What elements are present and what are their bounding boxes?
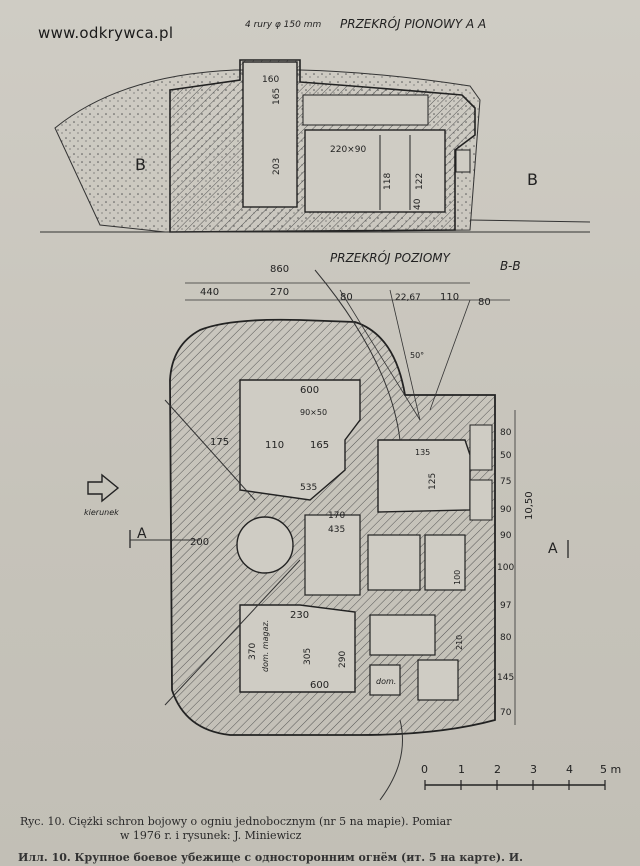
scale-tick-4: 4 xyxy=(566,763,573,776)
dim-i-18: 210 xyxy=(455,635,464,650)
dim-i-14: 135 xyxy=(415,448,430,457)
dim-i-16: 50° xyxy=(410,351,424,360)
dim-i-13: 125 xyxy=(428,473,438,490)
dim-i-12: 370 xyxy=(248,643,258,660)
caption-line-1: Ryc. 10. Ciężki schron bojowy o ogniu je… xyxy=(20,815,452,828)
vertical-upper-void xyxy=(302,94,429,126)
dim-v-6: 40 xyxy=(413,198,423,210)
dim-top-3: 80 xyxy=(340,292,353,303)
vertical-section: PRZEKRÓJ PIONOWY A A 4 rury φ 150 mm B B… xyxy=(40,16,591,233)
fire-arc xyxy=(314,269,401,441)
shaft xyxy=(242,61,298,208)
dim-i-8: 230 xyxy=(290,610,309,621)
horizontal-section-title: PRZEKRÓJ POZIOMY xyxy=(330,250,452,265)
scale-bar: 0 1 2 3 4 5 m xyxy=(421,763,621,790)
entry-arrow-icon xyxy=(87,473,120,503)
dim-top-0: 860 xyxy=(270,264,289,275)
caption-line-2: w 1976 r. i rysunek: J. Miniewicz xyxy=(120,829,302,842)
dim-r-total: 10,50 xyxy=(524,491,535,520)
dim-i-17: 100 xyxy=(453,570,462,585)
dim-top-5: 110 xyxy=(440,292,459,303)
marker-a-left: A xyxy=(137,526,147,542)
dim-top-6: 80 xyxy=(478,297,491,308)
cut-label: B-B xyxy=(500,259,521,273)
dim-r-3: 90 xyxy=(500,505,512,515)
dim-top-4: 22,67 xyxy=(395,293,421,303)
marker-b-left: B xyxy=(135,155,146,174)
caption-line-3: Илл. 10. Крупное боевое убежище с одност… xyxy=(18,851,524,864)
dim-top-2: 270 xyxy=(270,287,289,298)
fire-arc-lower xyxy=(379,719,403,801)
dim-v-1: 165 xyxy=(272,88,282,105)
dim-r-1: 50 xyxy=(500,451,512,461)
dim-i-3: 600 xyxy=(300,385,319,396)
dim-top-1: 440 xyxy=(200,287,219,298)
dim-v-0: 160 xyxy=(262,75,279,85)
embrasure-right-1 xyxy=(469,424,493,471)
horizontal-section: PRZEKRÓJ POZIOMY B-B xyxy=(84,250,569,801)
marker-b-right: B xyxy=(527,170,538,189)
dim-r-7: 80 xyxy=(500,633,512,643)
dim-r-8: 145 xyxy=(497,673,514,683)
dim-i-7: 200 xyxy=(190,537,209,548)
dim-i-1: 110 xyxy=(265,440,284,451)
dim-v-5: 122 xyxy=(415,173,425,190)
dim-v-3: 220×90 xyxy=(330,145,366,155)
dim-r-5: 100 xyxy=(497,563,514,573)
dim-r-2: 75 xyxy=(500,477,511,487)
corridor xyxy=(304,514,361,596)
marker-a-right: A xyxy=(548,541,558,557)
pipe-note: 4 rury φ 150 mm xyxy=(245,20,321,30)
scale-tick-2: 2 xyxy=(494,763,501,776)
embrasure-right-2 xyxy=(469,479,493,521)
dim-i-9: 305 xyxy=(303,648,313,665)
room-mid-right-a xyxy=(367,534,421,591)
embrasure-block xyxy=(455,149,471,173)
entry-label: kierunek xyxy=(84,508,119,517)
dim-i-5: 170 xyxy=(328,511,345,521)
dim-r-0: 80 xyxy=(500,428,512,438)
room-lower-right xyxy=(417,659,459,701)
watermark: www.odkrywca.pl xyxy=(38,24,174,42)
dim-v-2: 203 xyxy=(272,158,282,175)
dim-v-4: 118 xyxy=(383,173,393,190)
room-mid-right-b xyxy=(424,534,466,591)
room-lower-small xyxy=(369,664,401,696)
dim-i-10: 290 xyxy=(338,651,348,668)
vertical-chamber xyxy=(304,129,446,213)
room-label-small: dom. xyxy=(376,677,396,686)
dim-i-11: 600 xyxy=(310,680,329,691)
room-lower-mid xyxy=(369,614,436,656)
scale-tick-1: 1 xyxy=(458,763,465,776)
room-lower-left xyxy=(239,604,356,693)
dim-i-15: 90×50 xyxy=(300,408,327,417)
dim-i-6: 435 xyxy=(328,525,345,535)
dim-r-4: 90 xyxy=(500,531,512,541)
vertical-section-title: PRZEKRÓJ PIONOWY A A xyxy=(340,16,486,31)
dim-i-0: 175 xyxy=(210,437,229,448)
room-label-magazyn: dom. magaz. xyxy=(261,620,270,672)
round-chamber xyxy=(236,516,294,574)
scale-tick-0: 0 xyxy=(421,763,428,776)
room-upper-left xyxy=(239,379,361,501)
dim-r-6: 97 xyxy=(500,601,511,611)
dim-i-4: 535 xyxy=(300,483,317,493)
dim-i-2: 165 xyxy=(310,440,329,451)
scale-tick-3: 3 xyxy=(530,763,537,776)
dim-r-9: 70 xyxy=(500,708,512,718)
scale-tick-5: 5 m xyxy=(600,763,621,776)
